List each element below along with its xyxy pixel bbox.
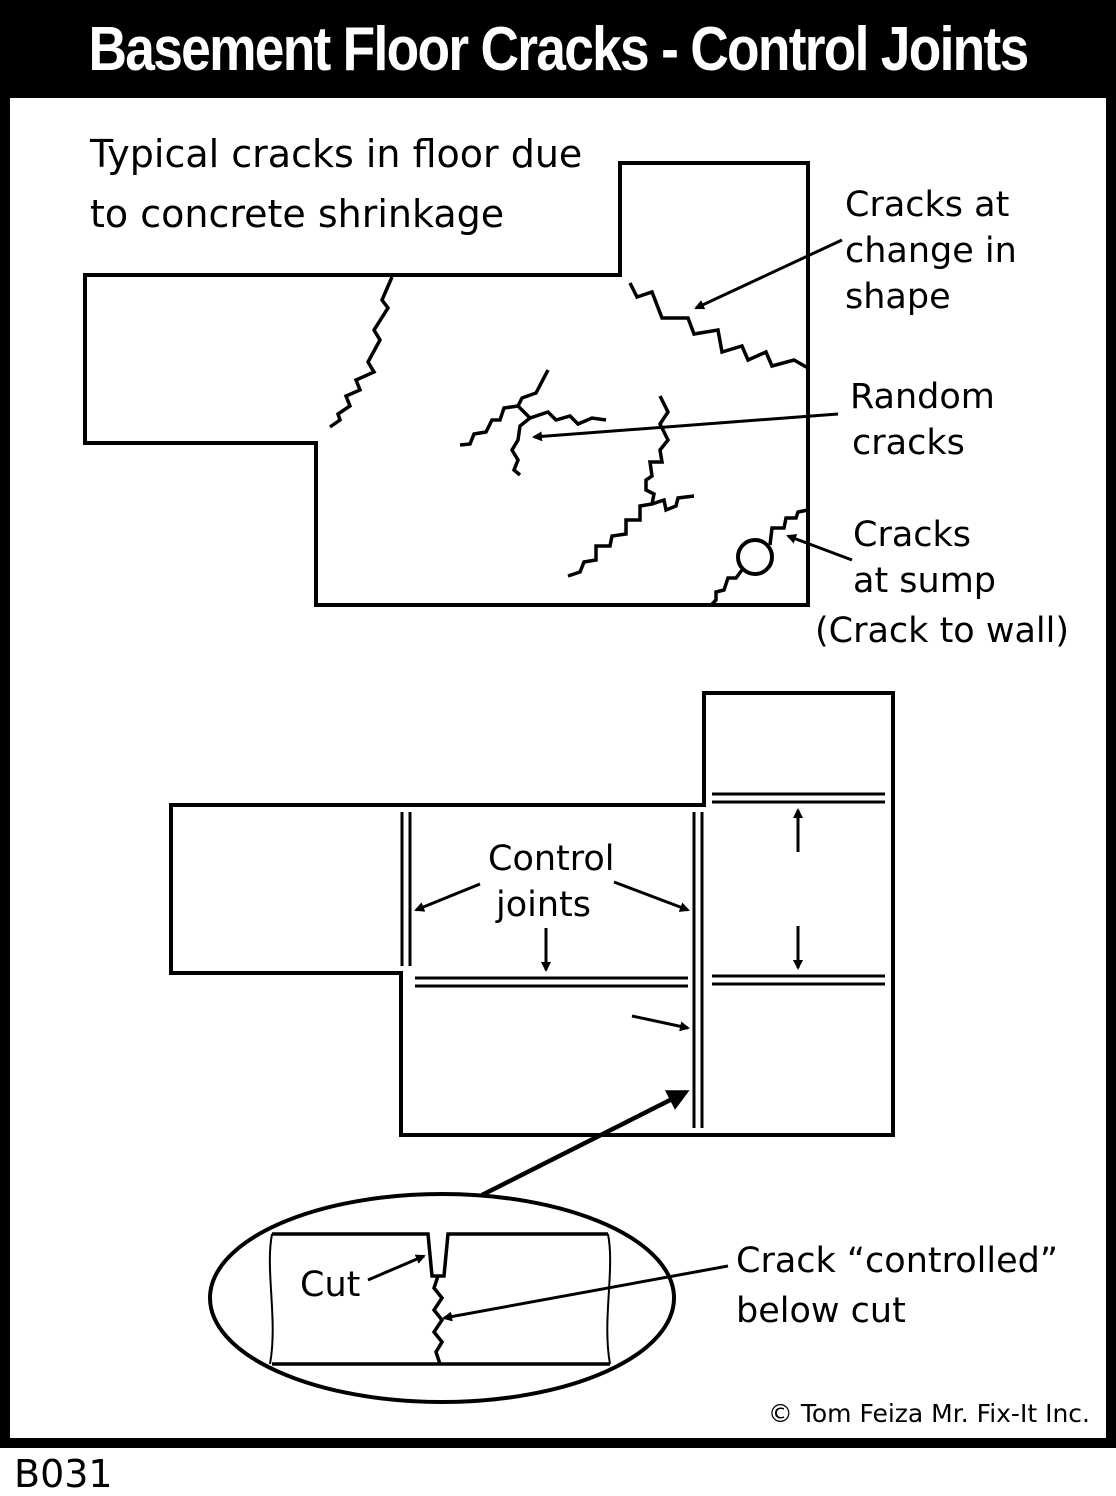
arrow-sump (786, 534, 853, 562)
label-sump-3: (Crack to wall) (815, 611, 1069, 651)
crack-sump-lower (710, 568, 744, 606)
joint-lower-horizontal (415, 976, 688, 988)
label-shape-3: shape (845, 277, 951, 317)
label-controlled-2: below cut (736, 1291, 906, 1331)
joint-center-vertical (692, 812, 704, 1128)
label-shape-2: change in (845, 231, 1017, 271)
arrow-joint-center (613, 880, 690, 912)
detail-ellipse (208, 1192, 676, 1404)
controlled-crack (431, 1275, 445, 1365)
arrow-random (532, 412, 839, 442)
top-caption-line1: Typical cracks in floor due (89, 132, 582, 176)
label-joints-1: Control (488, 839, 615, 879)
label-controlled-1: Crack “controlled” (736, 1241, 1058, 1281)
arrow-controlled (442, 1264, 729, 1322)
bottom-floor-outline (169, 691, 895, 1137)
crack-random-1c (509, 416, 532, 477)
top-floor-outline (83, 161, 810, 607)
top-caption-line2: to concrete shrinkage (90, 192, 504, 236)
arrow-joint-left (414, 882, 481, 912)
label-random-1: Random (850, 377, 995, 417)
joint-right-upper-horizontal (712, 792, 885, 804)
crack-random-1b (516, 404, 607, 427)
drawing-area (10, 98, 1106, 1438)
copyright-text: © Tom Feiza Mr. Fix-It Inc. (768, 1399, 1090, 1428)
arrow-shape (694, 238, 843, 310)
label-sump-2: at sump (853, 561, 996, 601)
crack-left (328, 276, 394, 429)
label-shape-1: Cracks at (845, 185, 1009, 225)
joint-right-lower-horizontal (712, 974, 885, 986)
label-cut: Cut (300, 1265, 360, 1305)
crack-random-1a (459, 369, 550, 447)
label-sump-1: Cracks (853, 515, 971, 555)
joint-left-vertical (400, 812, 412, 966)
arrow-to-detail (480, 1089, 690, 1198)
page-title: Basement Floor Cracks - Control Joints (88, 14, 1029, 84)
figure-code: B031 (14, 1452, 113, 1496)
crack-sump-upper (768, 508, 809, 546)
arrow-cut (367, 1254, 426, 1282)
label-random-2: cracks (852, 423, 965, 463)
crack-random-2b (651, 494, 695, 513)
sump-pit (736, 538, 774, 576)
crack-change-in-shape (628, 282, 809, 370)
label-joints-2: joints (495, 885, 591, 925)
arrow-joint-lower-right (631, 1014, 690, 1032)
